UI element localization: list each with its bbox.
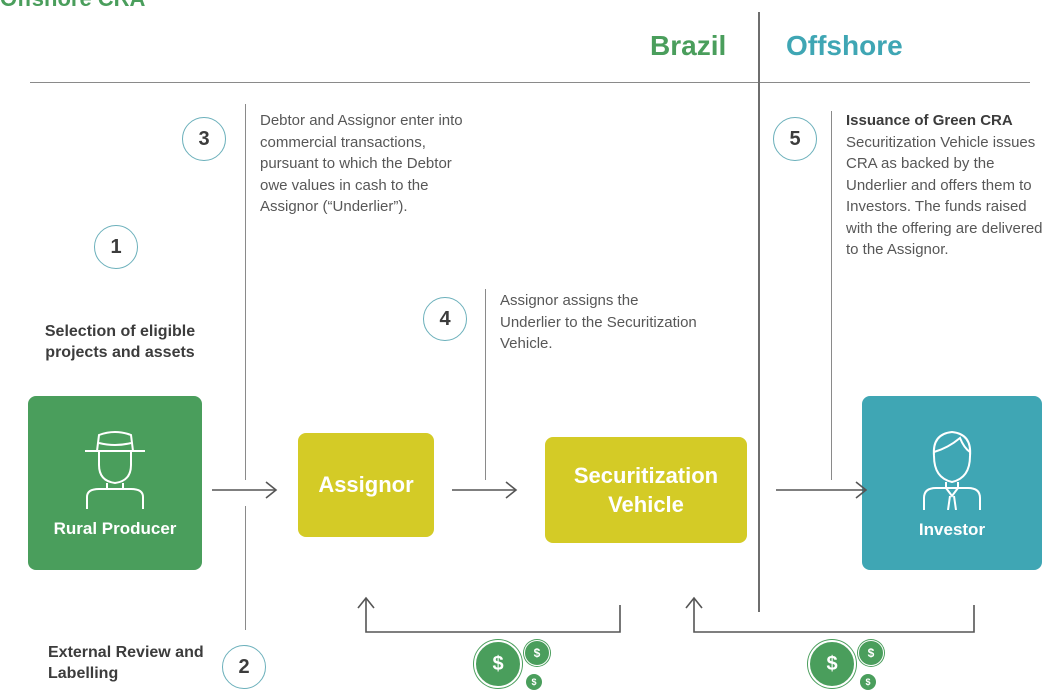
step3-connector-line bbox=[245, 104, 246, 480]
arrow-right-icon bbox=[776, 481, 868, 499]
step5-connector-line bbox=[831, 111, 832, 480]
assignor-box: Assignor bbox=[298, 433, 434, 537]
rural-producer-label: Rural Producer bbox=[53, 519, 177, 538]
arrow-up-icon bbox=[357, 596, 621, 633]
rural-producer-box: Rural Producer bbox=[28, 396, 202, 570]
step-4-text: Assignor assigns the Underlier to the Se… bbox=[500, 292, 697, 352]
step-2-badge: 2 bbox=[222, 645, 266, 689]
step-3-badge: 3 bbox=[182, 117, 226, 161]
arrow-right-icon bbox=[452, 481, 518, 499]
dollar-coin-large: $ bbox=[808, 640, 856, 688]
investor-icon bbox=[923, 430, 981, 510]
dollar-coin-small: $ bbox=[524, 640, 550, 666]
step-5-text-block: Issuance of Green CRA Securitization Veh… bbox=[846, 110, 1051, 261]
step-5-text: Securitization Vehicle issues CRA as bac… bbox=[846, 133, 1043, 259]
dollar-coin-large: $ bbox=[474, 640, 522, 688]
dollar-coins-icon: $ $ $ bbox=[804, 634, 894, 691]
step4-connector-line bbox=[485, 289, 486, 480]
securitization-vehicle-box: Securitization Vehicle bbox=[545, 437, 747, 543]
dollar-coins-icon: $ $ $ bbox=[470, 634, 560, 691]
step-5-title: Issuance of Green CRA bbox=[846, 112, 1013, 129]
dollar-coin-tiny: $ bbox=[526, 674, 542, 690]
investor-box: Investor bbox=[862, 396, 1042, 570]
diagram-title: Offshore CRA bbox=[0, 0, 145, 12]
step-5-badge: 5 bbox=[773, 117, 817, 161]
region-label-offshore: Offshore bbox=[786, 30, 903, 61]
farmer-icon bbox=[85, 431, 145, 509]
investor-label: Investor bbox=[918, 520, 986, 539]
region-label-brazil: Brazil bbox=[650, 30, 727, 61]
arrow-right-icon bbox=[212, 481, 278, 499]
dollar-coin-small: $ bbox=[858, 640, 884, 666]
step-1-label: Selection of eligible projects and asset… bbox=[44, 323, 196, 361]
arrow-up-icon bbox=[685, 596, 975, 633]
dollar-coin-tiny: $ bbox=[860, 674, 876, 690]
step2-connector-line bbox=[245, 506, 246, 630]
securitization-vehicle-label: Securitization Vehicle bbox=[573, 463, 719, 517]
region-divider bbox=[758, 12, 760, 612]
step-2-label: External Review and Labelling bbox=[48, 644, 204, 682]
step-4-badge: 4 bbox=[423, 297, 467, 341]
header-divider bbox=[30, 82, 1030, 83]
step-3-text: Debtor and Assignor enter into commercia… bbox=[260, 112, 463, 215]
step-1-badge: 1 bbox=[94, 225, 138, 269]
